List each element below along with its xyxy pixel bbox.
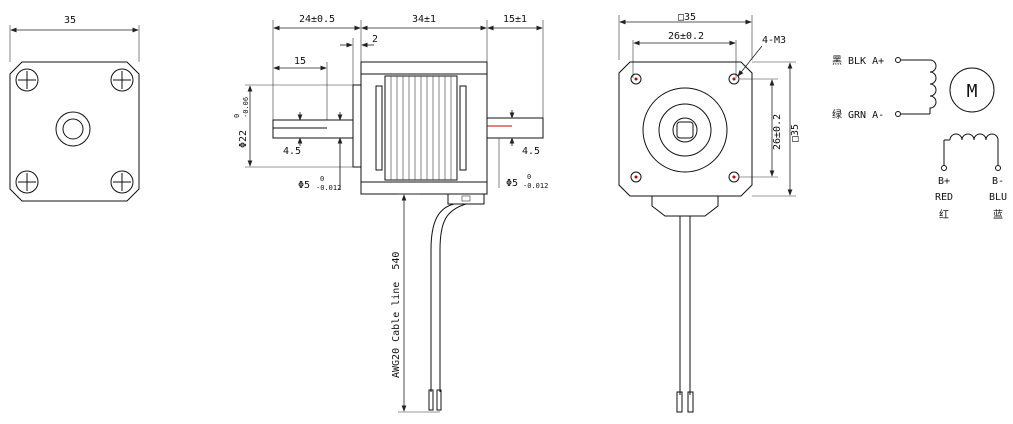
pilot-diameter: Φ22 (238, 130, 249, 148)
shaft-right-tol-upper: 0 (527, 173, 531, 181)
cable-label: AWG20 Cable line 540 (391, 252, 402, 378)
b-minus: B- (992, 176, 1004, 187)
lead-a-minus: 绿 GRN A- (832, 108, 884, 121)
end-square-top: □35 (678, 12, 696, 23)
b-plus: B+ (938, 176, 950, 187)
front-boss (55, 111, 91, 147)
end-hole-tr (728, 73, 740, 85)
shaft-right-tol-lower: -0.012 (523, 182, 548, 190)
cable-exit (447, 193, 485, 205)
end-hole-tl (630, 73, 642, 85)
dim-body: 34±1 (412, 14, 436, 25)
front-shaft-side (272, 119, 354, 139)
end-square-side: □35 (790, 124, 801, 142)
rear-shaft-side (486, 117, 544, 139)
front-screw-bl (15, 170, 39, 194)
shaft-left-tol-lower: -0.012 (316, 184, 341, 192)
end-hole-bl (630, 171, 642, 183)
dim-flat: 15 (294, 56, 306, 67)
front-screw-tr (110, 68, 134, 92)
b-minus-cn: 蓝 (993, 209, 1003, 221)
coil-a (929, 59, 937, 114)
front-width-label: 35 (64, 15, 76, 26)
shaft-left-tol-upper: 0 (320, 175, 324, 183)
wiring-diagram: 黑 BLK A+ 绿 GRN A- M B+ RED 红 B- BLU 蓝 (832, 55, 1007, 221)
motor-circle (949, 67, 995, 113)
end-view: □35 26±0.2 4-M3 26±0.2 □35 (618, 12, 801, 413)
side-view: 24±0.5 34±1 15±1 2 15 (233, 14, 548, 413)
end-cable-exit (651, 195, 719, 217)
front-shaft (62, 118, 84, 140)
shaft-right-dia: Φ5 (506, 178, 518, 189)
front-screw-tl (15, 68, 39, 92)
dim-gap: 2 (372, 34, 378, 45)
front-view: 35 (9, 15, 140, 202)
flat-depth-left: 4.5 (283, 146, 301, 157)
b-plus-color: RED (935, 192, 953, 203)
pilot-tol-upper: 0 (233, 114, 241, 118)
dim-front-shaft: 24±0.5 (299, 14, 335, 25)
end-boss-inner (658, 103, 712, 157)
dim-rear-shaft: 15±1 (503, 14, 527, 25)
b-minus-color: BLU (989, 192, 1007, 203)
screw-holes-label: 4-M3 (762, 35, 786, 46)
end-boss-outer (642, 87, 728, 173)
motor-symbol: M (967, 81, 978, 102)
pilot-tol-lower: -0.06 (242, 97, 250, 118)
hole-spacing-v: 26±0.2 (772, 114, 783, 150)
shaft-left-dia: Φ5 (298, 180, 310, 191)
front-screw-br (110, 170, 134, 194)
hole-spacing-h: 26±0.2 (668, 31, 704, 42)
flat-depth-right: 4.5 (522, 146, 540, 157)
cable-wire-1 (430, 203, 455, 392)
pilot (352, 84, 362, 168)
lead-a-plus: 黑 BLK A+ (832, 55, 884, 67)
cable-wire-2 (439, 203, 467, 392)
coil-b (949, 133, 999, 141)
winding-hatch (375, 75, 467, 181)
end-hole-br (728, 171, 740, 183)
motor-body (360, 61, 488, 195)
b-plus-cn: 红 (939, 208, 949, 221)
